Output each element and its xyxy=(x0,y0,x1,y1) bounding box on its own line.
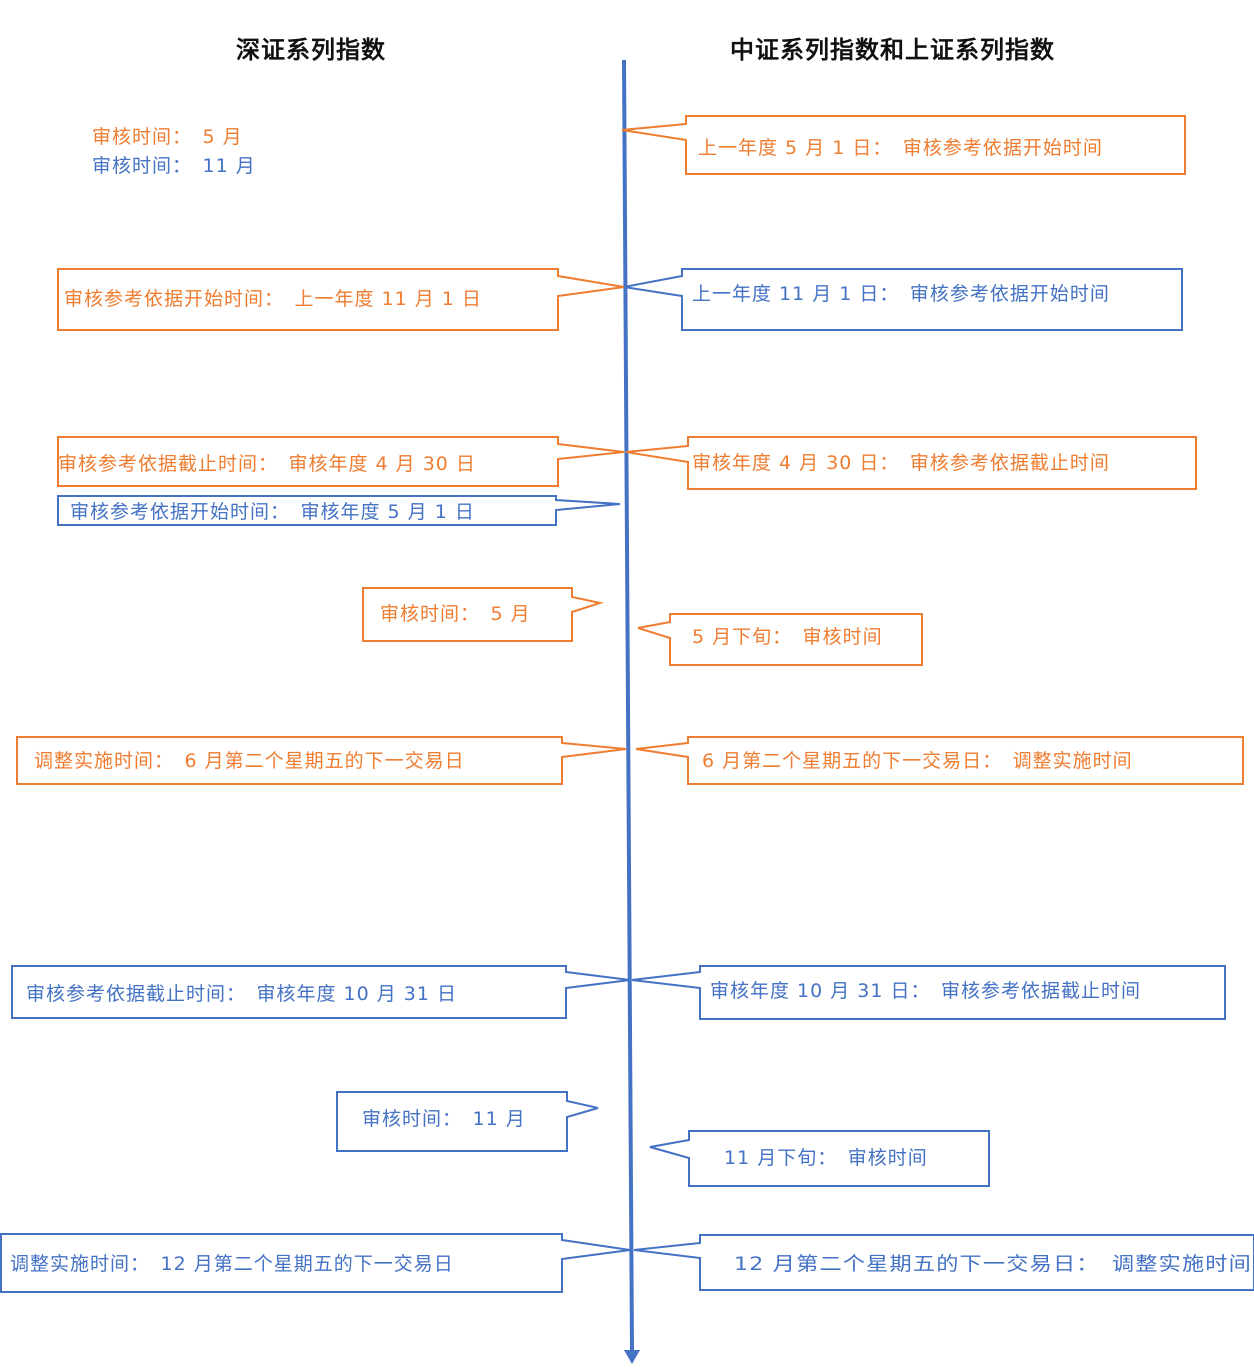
callout-left-nov1: 审核参考依据开始时间： 上一年度 11 月 1 日 xyxy=(57,268,625,331)
callout-text: 调整实施时间： 6 月第二个星期五的下一交易日 xyxy=(34,750,465,772)
callout-right-nov1: 上一年度 11 月 1 日： 审核参考依据开始时间 xyxy=(623,268,1183,331)
callout-text: 11 月下旬： 审核时间 xyxy=(724,1147,928,1169)
callout-text: 上一年度 5 月 1 日： 审核参考依据开始时间 xyxy=(698,137,1103,159)
callout-text: 审核参考依据开始时间： 上一年度 11 月 1 日 xyxy=(64,288,482,310)
timeline-axis xyxy=(622,59,634,1353)
callout-text: 12 月第二个星期五的下一交易日： 调整实施时间 xyxy=(734,1253,1252,1275)
callout-left-adjust-dec: 调整实施时间： 12 月第二个星期五的下一交易日 xyxy=(0,1233,631,1293)
callout-left-adjust-jun: 调整实施时间： 6 月第二个星期五的下一交易日 xyxy=(16,736,627,785)
callout-left-oct31: 审核参考依据截止时间： 审核年度 10 月 31 日 xyxy=(11,965,631,1019)
callout-left-may1: 审核参考依据开始时间： 审核年度 5 月 1 日 xyxy=(57,495,621,526)
callout-text: 审核参考依据截止时间： 审核年度 10 月 31 日 xyxy=(26,983,457,1005)
callout-text: 调整实施时间： 12 月第二个星期五的下一交易日 xyxy=(10,1253,454,1275)
callout-text: 审核时间： 11 月 xyxy=(362,1108,526,1130)
callout-left-review-nov: 审核时间： 11 月 xyxy=(336,1091,599,1152)
legend-review-nov: 审核时间： 11 月 xyxy=(92,155,256,177)
callout-right-review-may: 5 月下旬： 审核时间 xyxy=(637,613,923,666)
left-column-title: 深证系列指数 xyxy=(236,36,386,64)
callout-left-review-may: 审核时间： 5 月 xyxy=(362,587,604,642)
callout-text: 6 月第二个星期五的下一交易日： 调整实施时间 xyxy=(702,750,1133,772)
callout-text: 审核时间： 5 月 xyxy=(380,603,531,625)
legend-review-may: 审核时间： 5 月 xyxy=(92,126,243,148)
right-column-title: 中证系列指数和上证系列指数 xyxy=(730,36,1055,64)
callout-text: 审核年度 10 月 31 日： 审核参考依据截止时间 xyxy=(710,980,1141,1002)
callout-text: 审核参考依据开始时间： 审核年度 5 月 1 日 xyxy=(70,501,475,523)
callout-right-review-nov: 11 月下旬： 审核时间 xyxy=(649,1130,990,1187)
callout-right-apr30: 审核年度 4 月 30 日： 审核参考依据截止时间 xyxy=(625,436,1197,490)
callout-right-adjust-dec: 12 月第二个星期五的下一交易日： 调整实施时间 xyxy=(633,1234,1254,1291)
callout-text: 审核年度 4 月 30 日： 审核参考依据截止时间 xyxy=(692,452,1110,474)
callout-right-adjust-jun: 6 月第二个星期五的下一交易日： 调整实施时间 xyxy=(635,736,1244,785)
callout-right-may1: 上一年度 5 月 1 日： 审核参考依据开始时间 xyxy=(621,115,1186,175)
timeline-arrowhead xyxy=(624,1350,640,1364)
callout-right-oct31: 审核年度 10 月 31 日： 审核参考依据截止时间 xyxy=(631,965,1226,1020)
callout-text: 审核参考依据截止时间： 审核年度 4 月 30 日 xyxy=(58,453,476,475)
callout-text: 上一年度 11 月 1 日： 审核参考依据开始时间 xyxy=(692,283,1110,305)
callout-text: 5 月下旬： 审核时间 xyxy=(692,626,883,648)
callout-left-apr30: 审核参考依据截止时间： 审核年度 4 月 30 日 xyxy=(57,436,625,487)
